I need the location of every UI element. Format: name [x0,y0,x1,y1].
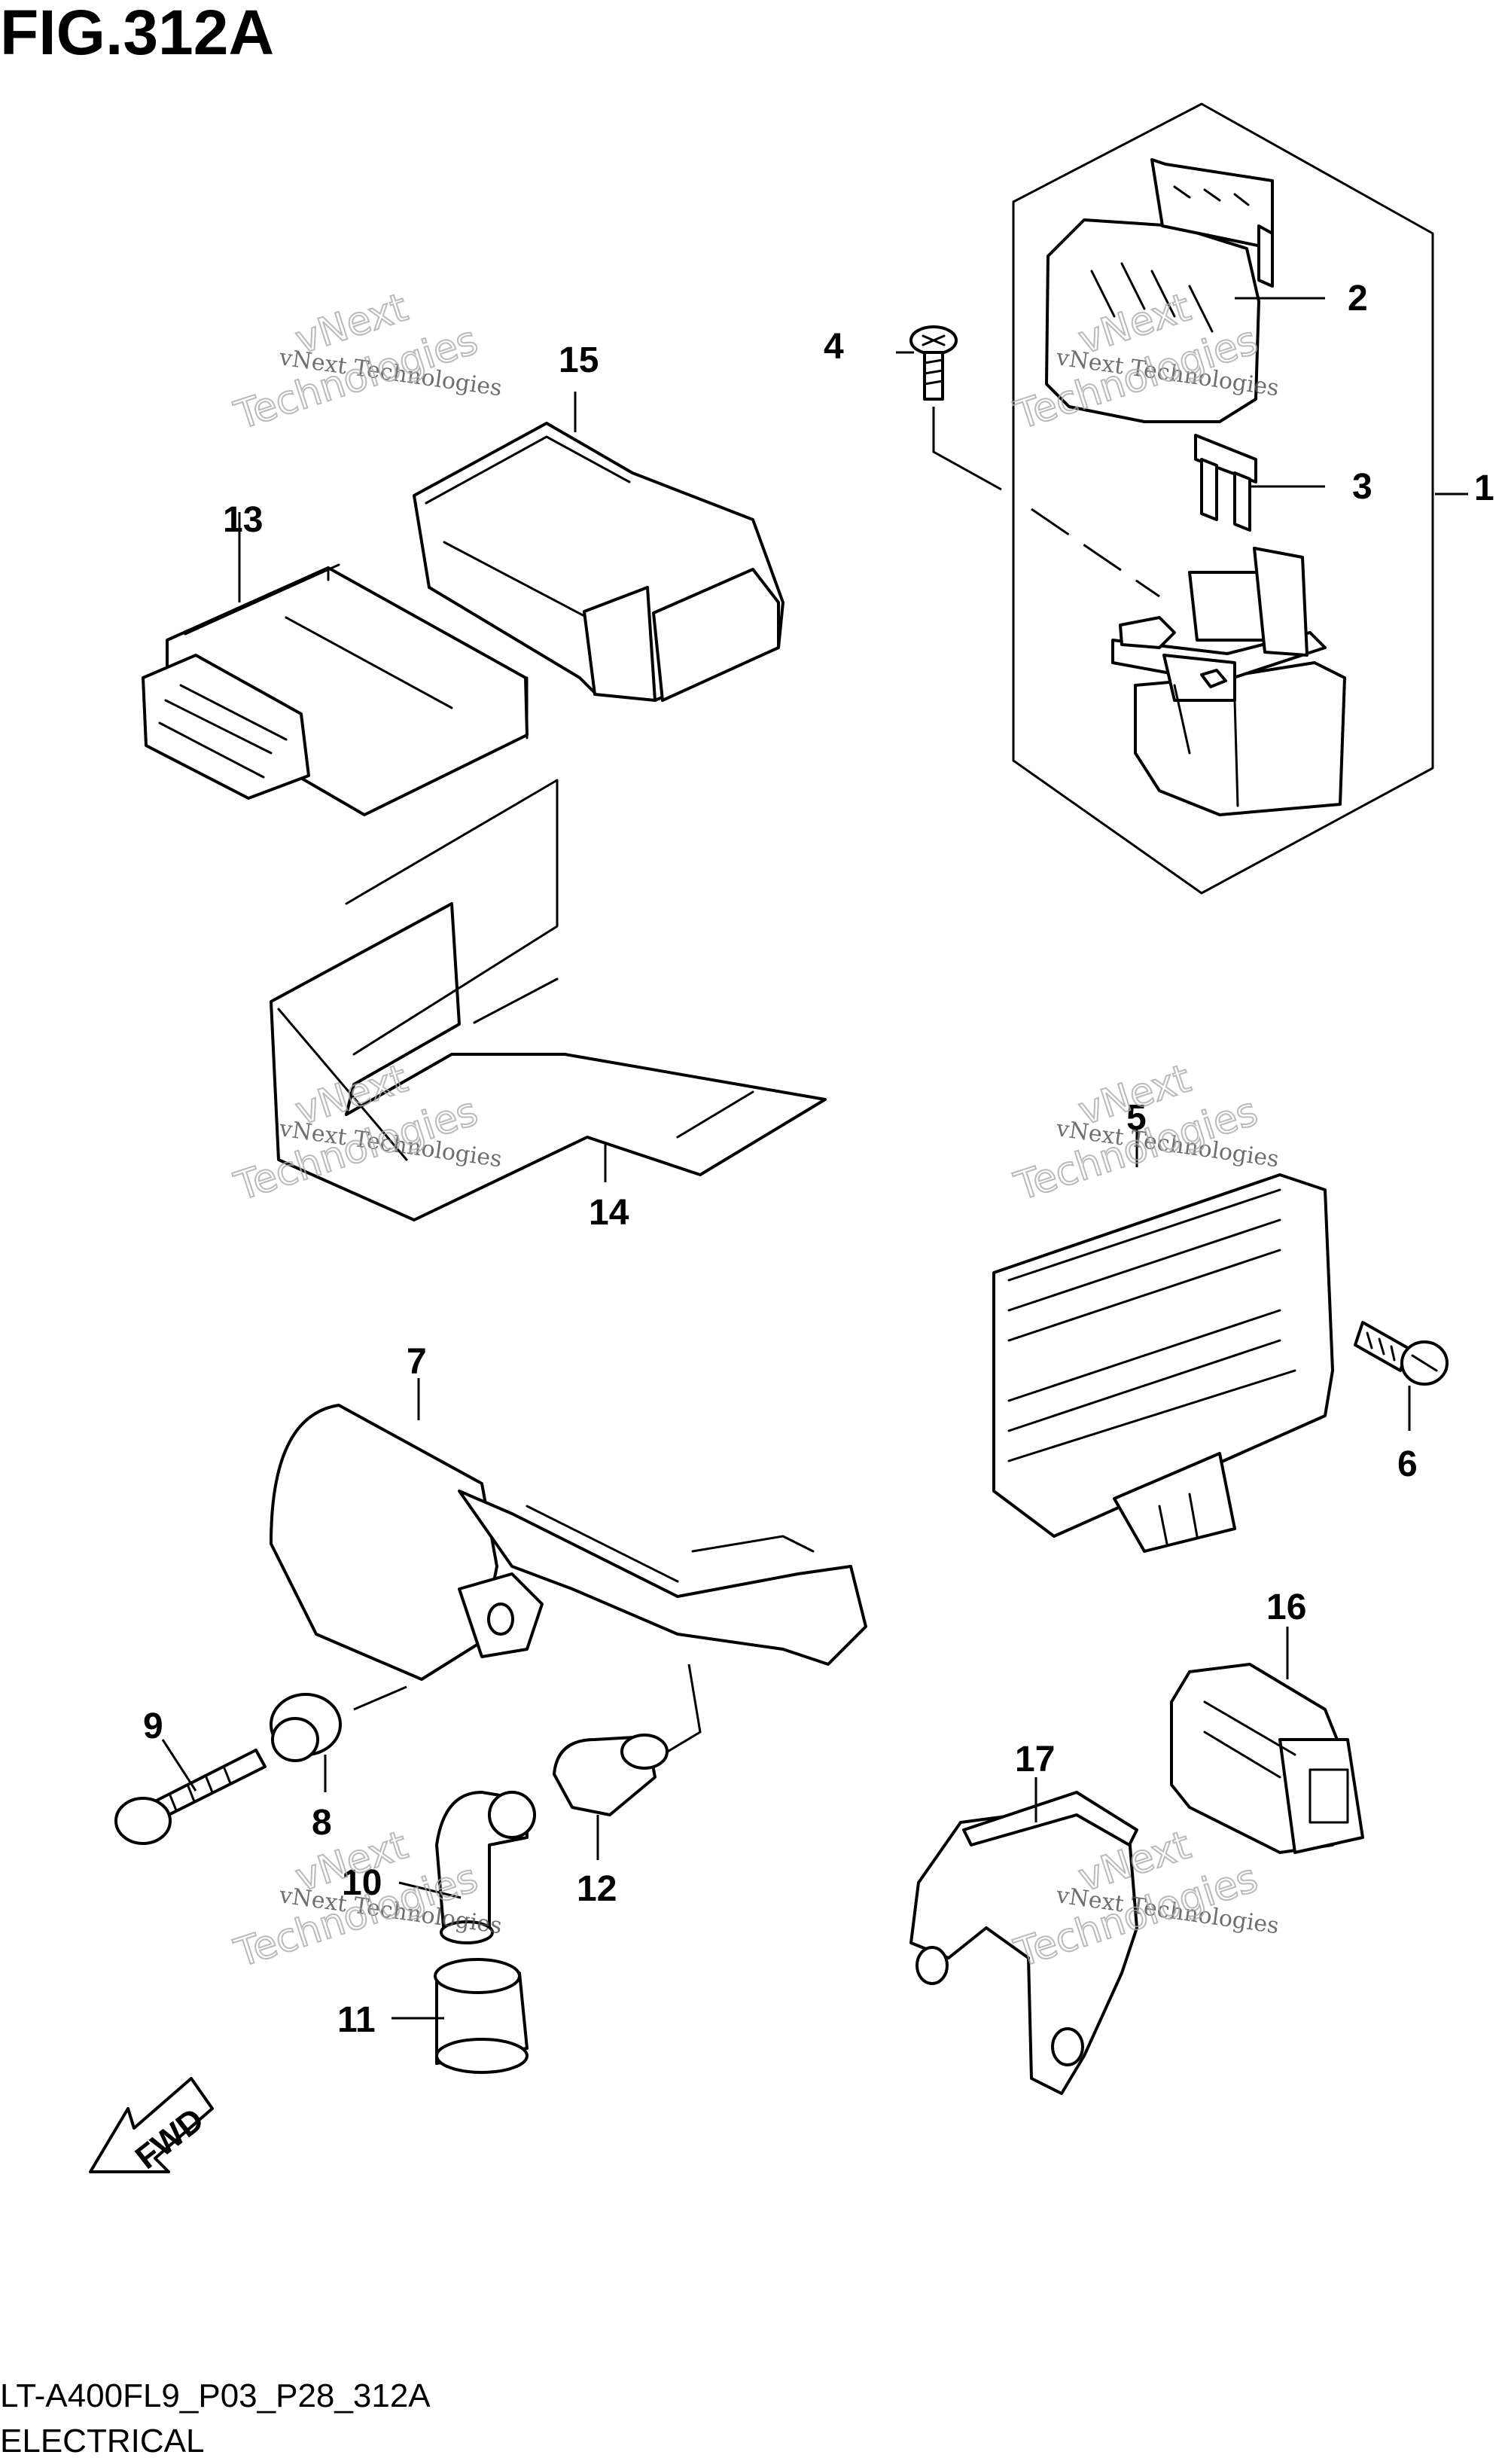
fuse-part[interactable] [1194,434,1257,532]
screw-leader [932,407,1002,491]
callout-1: 1 [1474,468,1494,508]
callout-17: 17 [1015,1740,1055,1779]
regulator-rectifier-part[interactable] [992,1173,1334,1553]
callout-3: 3 [1352,467,1372,507]
callout-15: 15 [559,340,599,380]
plug-cap-boot-part[interactable] [434,1958,529,2074]
coil-bolt-part[interactable] [114,1749,267,1845]
callout-16: 16 [1266,1587,1306,1627]
model-code: LT-A400FL9_P03_P28_312A [0,2377,431,2414]
watermark-4: vNext Technologies vNext Technologies [1009,1055,1281,1210]
section-label: ELECTRICAL [0,2423,204,2459]
callout-10: 10 [342,1863,382,1903]
screw-path-dashed [1031,508,1160,598]
ignition-coil-part[interactable] [270,1404,867,1681]
starter-relay-assembly-frame [1012,102,1434,895]
leader-lines [161,297,1468,2020]
callout-12: 12 [577,1869,617,1909]
callout-5: 5 [1126,1098,1147,1138]
ecm-cover-part[interactable] [413,422,784,702]
callout-9: 9 [143,1706,163,1746]
callout-14: 14 [589,1193,629,1233]
ecm-bracket-part[interactable] [270,779,827,1221]
connector-bracket-part[interactable] [909,1791,1138,2095]
regulator-bolt-part[interactable] [1354,1321,1449,1386]
callout-6: 6 [1397,1444,1418,1484]
connector-part[interactable] [1170,1663,1364,1854]
starter-relay-part[interactable] [1111,547,1346,816]
plug-cap-elbow-part[interactable] [435,1791,536,1944]
callout-2: 2 [1348,279,1368,319]
forward-arrow: FWD [89,2077,214,2176]
callout-11: 11 [337,2000,376,2040]
relay-cover-part[interactable] [1045,158,1274,423]
coil-spacer-lead [353,1685,407,1711]
coil-spacer-part[interactable] [270,1693,342,1762]
relay-screw-part[interactable] [909,325,958,401]
figure-title: FIG.312A [0,0,274,68]
callout-8: 8 [312,1803,332,1843]
spark-plug-cap-part[interactable] [553,1734,669,1816]
ecm-part[interactable] [142,563,529,816]
callout-numbers: 2 3 1 4 13 15 14 5 6 7 8 9 10 11 12 16 1… [143,279,1494,2040]
watermark-1: vNext Technologies vNext Technologies [229,284,504,439]
callout-4: 4 [824,327,844,367]
coil-lead-line [662,1664,702,1756]
callout-7: 7 [407,1342,427,1382]
callout-13: 13 [223,500,263,540]
